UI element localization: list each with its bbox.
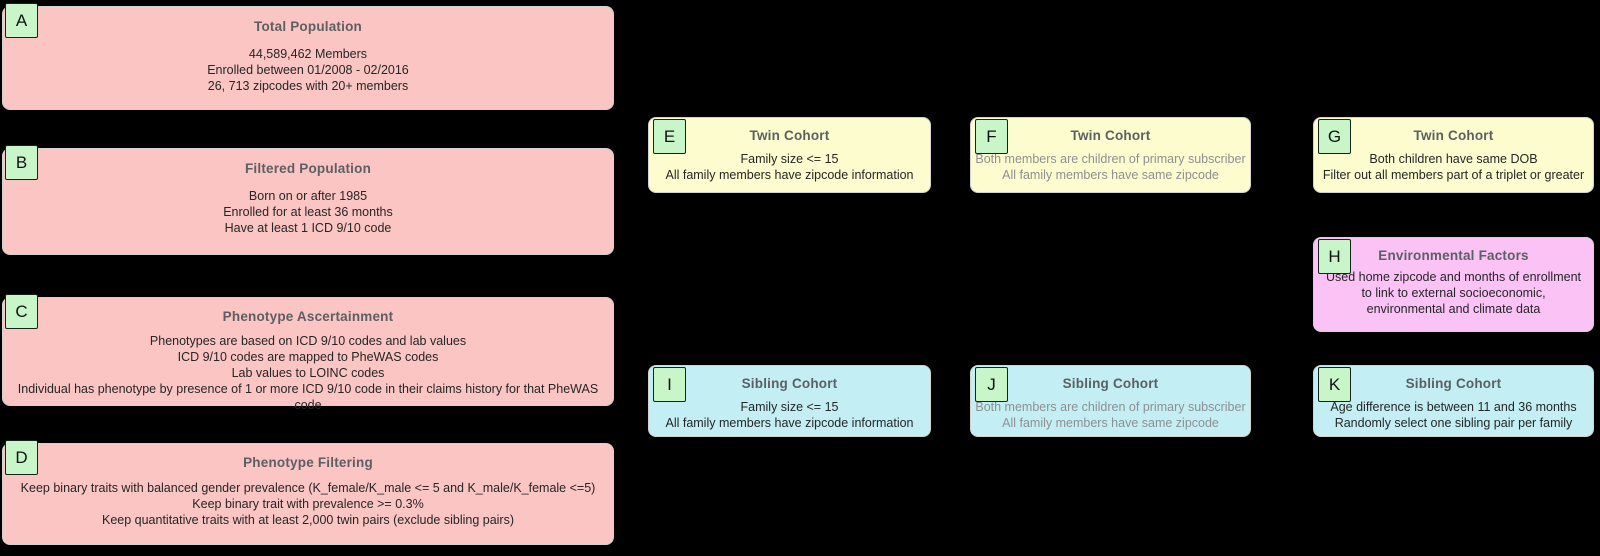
node-line: 26, 713 zipcodes with 20+ members	[207, 79, 409, 93]
node-title: Twin Cohort	[749, 128, 830, 143]
node-line: All family members have same zipcode	[1002, 416, 1219, 430]
node-twin-cohort-f: F Twin Cohort Both members are children …	[970, 117, 1251, 193]
node-line: Family size <= 15	[740, 152, 839, 166]
node-tag-i: I	[653, 367, 686, 402]
node-tag-a: A	[5, 3, 38, 38]
node-total-population: A Total Population 44,589,462 Members En…	[2, 3, 614, 110]
node-title: Phenotype Filtering	[243, 455, 373, 470]
node-tag-d: D	[5, 440, 38, 475]
node-title: Sibling Cohort	[1062, 376, 1159, 391]
node-line: Lab values to LOINC codes	[231, 366, 385, 380]
node-tag-letter: K	[1328, 374, 1341, 394]
node-title: Phenotype Ascertainment	[222, 309, 394, 324]
node-twin-cohort-e: E Twin Cohort Family size <= 15 All fami…	[648, 117, 931, 193]
node-body: Both members are children of primary sub…	[971, 151, 1250, 183]
node-tag-k: K	[1318, 367, 1351, 402]
node-sibling-cohort-i: I Sibling Cohort Family size <= 15 All f…	[648, 365, 931, 437]
node-tag-g: G	[1318, 119, 1351, 154]
node-sibling-cohort-k: K Sibling Cohort Age difference is betwe…	[1313, 365, 1594, 437]
node-body: Both children have same DOB Filter out a…	[1314, 151, 1593, 183]
node-line: All family members have same zipcode	[1002, 168, 1219, 182]
node-line: Family size <= 15	[740, 400, 839, 414]
node-line: Have at least 1 ICD 9/10 code	[224, 221, 392, 235]
node-title: Sibling Cohort	[1405, 376, 1502, 391]
node-tag-letter: C	[15, 301, 28, 321]
node-filtered-population: B Filtered Population Born on or after 1…	[2, 145, 614, 255]
node-phenotype-ascertainment: C Phenotype Ascertainment Phenotypes are…	[2, 294, 614, 412]
node-twin-cohort-g: G Twin Cohort Both children have same DO…	[1313, 117, 1594, 193]
node-body: Keep binary traits with balanced gender …	[3, 480, 613, 528]
node-line: Both members are children of primary sub…	[975, 152, 1246, 166]
node-body: Born on or after 1985 Enrolled for at le…	[3, 188, 613, 236]
node-line: Both children have same DOB	[1369, 152, 1538, 166]
node-tag-letter: H	[1328, 246, 1341, 266]
node-line: Keep binary traits with balanced gender …	[20, 481, 596, 495]
node-body: Used home zipcode and months of enrollme…	[1314, 269, 1593, 317]
node-tag-j: J	[975, 367, 1008, 402]
node-tag-letter: B	[15, 152, 28, 172]
node-title: Twin Cohort	[1413, 128, 1494, 143]
node-line: 44,589,462 Members	[248, 47, 368, 61]
node-title: Filtered Population	[244, 161, 372, 176]
node-tag-b: B	[5, 145, 38, 180]
node-sibling-cohort-j: J Sibling Cohort Both members are childr…	[970, 365, 1251, 437]
node-phenotype-filtering: D Phenotype Filtering Keep binary traits…	[2, 440, 614, 545]
node-title: Twin Cohort	[1070, 128, 1151, 143]
node-line: ICD 9/10 codes are mapped to PheWAS code…	[177, 350, 439, 364]
node-tag-letter: I	[667, 374, 672, 394]
node-line: Age difference is between 11 and 36 mont…	[1330, 400, 1577, 414]
node-tag-letter: A	[15, 10, 28, 30]
node-line: Individual has phenotype by presence of …	[17, 382, 599, 412]
node-line: Born on or after 1985	[248, 189, 368, 203]
node-line: All family members have zipcode informat…	[665, 168, 914, 182]
node-tag-letter: J	[987, 374, 996, 394]
node-title: Total Population	[254, 19, 362, 34]
node-line: Both members are children of primary sub…	[975, 400, 1246, 414]
node-tag-letter: F	[986, 126, 997, 146]
node-tag-f: F	[975, 119, 1008, 154]
node-line: Keep quantitative traits with at least 2…	[101, 513, 515, 527]
node-tag-letter: E	[663, 126, 676, 146]
node-line: Keep binary trait with prevalence >= 0.3…	[192, 497, 424, 511]
node-tag-h: H	[1318, 239, 1351, 274]
node-line: Used home zipcode and months of enrollme…	[1325, 270, 1581, 316]
node-environmental-factors: H Environmental Factors Used home zipcod…	[1313, 237, 1594, 332]
node-tag-letter: D	[15, 447, 28, 467]
node-tag-letter: G	[1327, 126, 1342, 146]
node-body: Age difference is between 11 and 36 mont…	[1314, 399, 1593, 431]
node-line: Enrolled between 01/2008 - 02/2016	[207, 63, 409, 77]
node-body: Phenotypes are based on ICD 9/10 codes a…	[3, 333, 613, 413]
node-body: Family size <= 15 All family members hav…	[649, 399, 930, 431]
node-line: Randomly select one sibling pair per fam…	[1334, 416, 1573, 430]
node-body: Family size <= 15 All family members hav…	[649, 151, 930, 183]
node-line: All family members have zipcode informat…	[665, 416, 914, 430]
node-line: Filter out all members part of a triplet…	[1322, 168, 1585, 182]
node-line: Phenotypes are based on ICD 9/10 codes a…	[149, 334, 467, 348]
node-tag-c: C	[5, 294, 38, 329]
node-body: Both members are children of primary sub…	[971, 399, 1250, 431]
node-title: Environmental Factors	[1378, 248, 1529, 263]
node-title: Sibling Cohort	[741, 376, 838, 391]
node-line: Enrolled for at least 36 months	[223, 205, 393, 219]
node-body: 44,589,462 Members Enrolled between 01/2…	[3, 46, 613, 94]
node-tag-e: E	[653, 119, 686, 154]
